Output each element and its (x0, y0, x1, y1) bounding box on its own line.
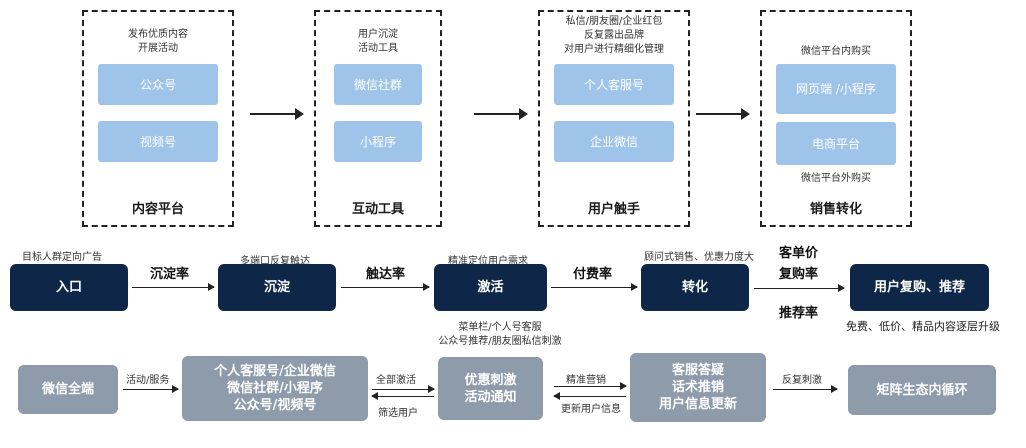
stage-entry: 入口 (10, 264, 128, 311)
panel-sales-conversion: 微信平台内购买 网页端 /小程序 电商平台 微信平台外购买 销售转化 (760, 10, 912, 227)
stage-note-activate: 精准定位用户需求 (448, 256, 528, 267)
label-precise-marketing: 精准营销 (566, 375, 606, 386)
rate-reach: 触达率 (366, 267, 406, 282)
arrow-mid-3 (551, 283, 638, 291)
label-filter-users: 筛选用户 (378, 408, 418, 419)
box-matrix-loop: 矩阵生态内循环 (848, 365, 996, 415)
rate-repurchase: 复购率 (779, 267, 819, 282)
arrow-bottom-3 (554, 382, 627, 390)
panel-title: 销售转化 (809, 202, 862, 217)
label-update-info-text: 更新用户信息 (561, 404, 621, 415)
arrow-bottom-2-back (371, 392, 434, 400)
arrow-mid-1 (132, 283, 215, 291)
stage-note-retain: 多端口反复触达 (240, 256, 310, 267)
box-service-marketing: 客服答疑 话术推销 用户信息更新 (630, 353, 766, 422)
box-personal-service: 个人客服号 (554, 64, 674, 105)
stage-retain: 沉淀 (218, 264, 336, 311)
stage-activate: 激活 (434, 264, 547, 311)
stage-convert: 转化 (641, 264, 749, 311)
box-offer-notice: 优惠刺激 活动通知 (438, 357, 543, 420)
label-channels: 菜单栏/个人号客服 公众号推荐/朋友圈私信刺激 (438, 322, 562, 347)
arrow-bottom-4 (773, 385, 838, 393)
box-channels: 个人客服号/企业微信 微信社群/小程序 公众号/视频号 (182, 356, 368, 421)
label-activity: 活动/服务 (126, 375, 170, 386)
panel-interaction-tools: 用户沉淀 活动工具 微信社群 小程序 互动工具 (314, 10, 442, 227)
rate-unit-price: 客单价 (779, 246, 819, 261)
box-video-channel: 视频号 (98, 121, 218, 162)
panel-intro: 发布优质内容 开展活动 (128, 29, 188, 54)
stage-repurchase-recommend: 用户复购、推荐 (850, 264, 989, 311)
panel-user-touchpoints: 私信/朋友圈/企业红包 反复露出品牌 对用户进行精细化管理 个人客服号 企业微信… (538, 10, 690, 227)
stage-note-entry: 目标人群定向广告 (22, 252, 102, 263)
rate-retention: 沉淀率 (150, 267, 190, 282)
rate-recommend: 推荐率 (779, 306, 819, 321)
stage-note-convert-text: 顾问式销售、优惠力度大 (644, 252, 754, 263)
box-web-mini-program: 网页端 /小程序 (776, 64, 896, 114)
box-wechat-group: 微信社群 (334, 64, 422, 105)
box-mini-program: 小程序 (334, 121, 422, 162)
box-ecommerce: 电商平台 (776, 122, 896, 165)
box-wechat-all: 微信全端 (18, 365, 118, 414)
panel-intro: 微信平台内购买 (801, 46, 871, 57)
box-enterprise-wechat: 企业微信 (554, 121, 674, 162)
label-all-activate: 全部激活 (376, 375, 416, 386)
arrow-mid-4 (754, 284, 845, 292)
stage-note-upgrade: 免费、低价、精品内容逐层升级 (846, 320, 1000, 333)
panel-outro: 微信平台外购买 (801, 173, 871, 184)
arrow-top-1 (250, 108, 304, 120)
arrow-top-3 (696, 108, 750, 120)
label-update-info: 更新用户信息 (558, 404, 624, 416)
arrow-bottom-1 (123, 385, 179, 393)
panel-content-platform: 发布优质内容 开展活动 公众号 视频号 内容平台 (82, 10, 234, 227)
panel-intro: 私信/朋友圈/企业红包 反复露出品牌 对用户进行精细化管理 (564, 16, 664, 55)
label-repeat-stimulus: 反复刺激 (782, 375, 822, 386)
panel-title: 互动工具 (351, 202, 404, 217)
panel-title: 用户触手 (587, 202, 640, 217)
box-official-account: 公众号 (98, 64, 218, 105)
rate-payment: 付费率 (573, 267, 613, 282)
panel-title: 内容平台 (131, 202, 184, 217)
stage-note-convert: 顾问式销售、优惠力度大 (640, 252, 758, 264)
arrow-mid-2 (341, 283, 430, 291)
arrow-top-2 (474, 108, 528, 120)
panel-intro: 用户沉淀 活动工具 (358, 29, 398, 54)
arrow-bottom-2 (372, 385, 435, 393)
arrow-bottom-3-back (553, 392, 626, 400)
